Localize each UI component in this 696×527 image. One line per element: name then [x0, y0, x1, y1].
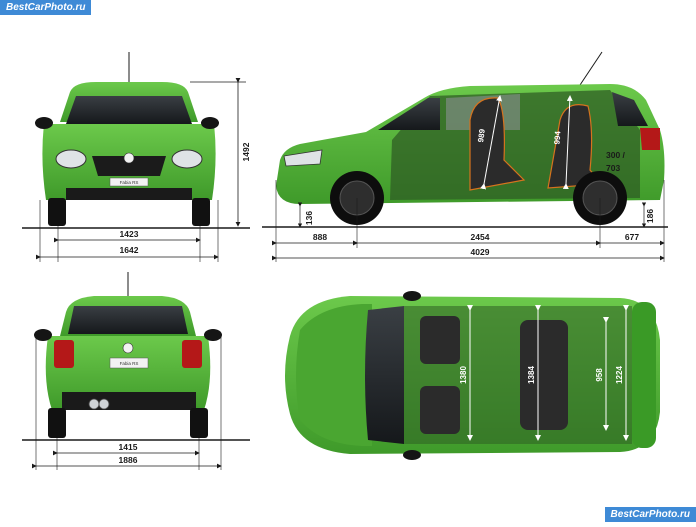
front-view: Fabia RS 1492 1423 1642: [22, 52, 251, 262]
front-right-tire: [192, 198, 210, 226]
front-plate: [109, 177, 149, 187]
rear-badge: [122, 342, 134, 354]
rear-window: [68, 306, 188, 334]
front-interior-width-label: 1380: [459, 366, 468, 384]
top-windshield: [365, 306, 404, 444]
top-left-mirror: [403, 291, 421, 301]
rear-body: [45, 336, 211, 410]
top-rear-bench: [520, 320, 568, 430]
top-hatch: [632, 302, 656, 448]
rear-plate: [109, 357, 149, 369]
front-clearance-label: 136: [304, 211, 314, 225]
top-front-left-seat: [420, 316, 460, 364]
bonnet: [296, 304, 372, 446]
wheelbase-label: 2454: [471, 232, 490, 242]
rear-track-label: 1415: [119, 442, 138, 452]
windshield: [66, 96, 192, 124]
rear-view: Fabia RS 1415 1886: [22, 272, 250, 470]
side-rear-quarter-window: [612, 92, 648, 126]
rear-left-tire: [48, 408, 66, 438]
rear-interior-width-label: 1384: [527, 366, 536, 384]
right-headlight: [171, 149, 203, 169]
rear-left-mirror: [34, 329, 52, 341]
rear-diffuser: [62, 392, 196, 410]
roof-antenna: [579, 51, 603, 86]
rear-clearance-label: 186: [645, 209, 655, 223]
watermark-top: BestCarPhoto.ru: [0, 0, 92, 15]
front-grille: [92, 156, 166, 176]
front-headroom-label: 989: [476, 128, 487, 143]
brand-badge: [123, 152, 135, 164]
exhaust-tip-1: [88, 398, 100, 410]
rear-headroom-line: [562, 95, 573, 190]
side-front-window: [378, 98, 440, 130]
front-track-label: 1423: [120, 229, 139, 239]
front-left-tire: [48, 198, 66, 226]
rear-headroom-label: 994: [553, 130, 563, 144]
watermark-bottom: BestCarPhoto.ru: [604, 507, 696, 522]
side-view: 989 994 300 / 703 136 186 888 2454 677 4…: [262, 51, 668, 262]
front-height-label: 1492: [241, 142, 251, 161]
rear-width-label: 1886: [119, 455, 138, 465]
trunk-width-label: 958: [595, 368, 604, 382]
front-plate-text: Fabia RS: [120, 180, 139, 185]
top-view: 1380 1384 958 1224: [285, 291, 660, 460]
exhaust-tip-2: [98, 398, 110, 410]
length-label: 4029: [471, 247, 490, 257]
trunk-label-a: 300 /: [606, 150, 626, 160]
front-lower-intake: [66, 188, 192, 200]
top-right-mirror: [403, 450, 421, 460]
left-mirror: [35, 117, 53, 129]
rear-left-taillight: [54, 340, 74, 368]
left-headlight: [55, 149, 87, 169]
rear-width-top-label: 1224: [615, 366, 624, 384]
side-taillight: [640, 128, 660, 150]
top-front-right-seat: [420, 386, 460, 434]
front-overhang-label: 888: [313, 232, 327, 242]
trunk-label-b: 703: [606, 163, 620, 173]
right-mirror: [201, 117, 219, 129]
rear-right-taillight: [182, 340, 202, 368]
rear-overhang-label: 677: [625, 232, 639, 242]
front-width-label: 1642: [120, 245, 139, 255]
side-headlight: [283, 149, 323, 167]
front-headroom-line: [480, 95, 503, 190]
rear-plate-text: Fabia RS: [120, 361, 139, 366]
rear-right-mirror: [204, 329, 222, 341]
rear-right-tire: [190, 408, 208, 438]
